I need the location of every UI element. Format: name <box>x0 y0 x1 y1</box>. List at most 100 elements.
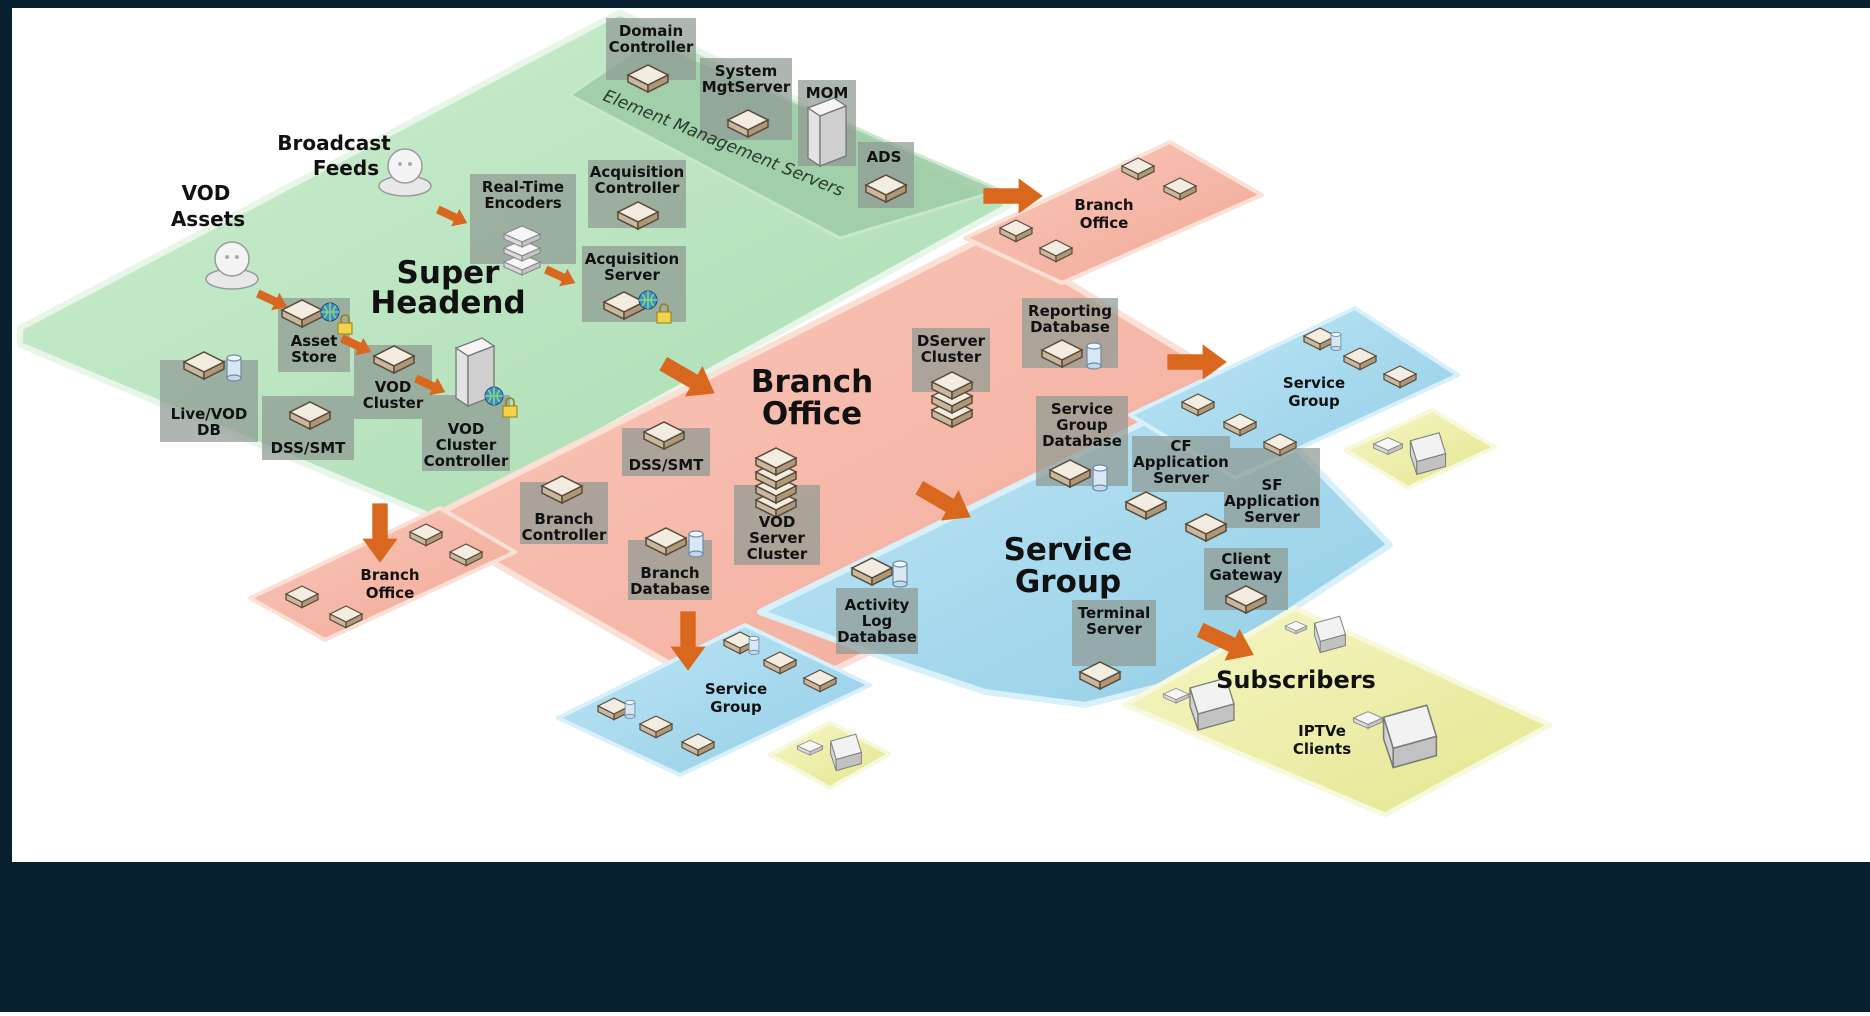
svg-text:Gateway: Gateway <box>1209 566 1282 584</box>
svg-text:Database: Database <box>630 580 710 598</box>
reporting-database: Reporting Database <box>1028 302 1112 336</box>
svg-text:System: System <box>715 62 777 80</box>
svg-text:Service: Service <box>1283 374 1345 392</box>
svg-text:Service: Service <box>1051 400 1113 418</box>
svg-text:Controller: Controller <box>522 526 607 544</box>
broadcast-feeds-line2: Feeds <box>313 156 379 180</box>
svg-text:Terminal: Terminal <box>1078 604 1151 622</box>
svg-text:Cluster: Cluster <box>436 436 497 454</box>
service-group-bottom-label: Service Group <box>705 680 767 716</box>
svg-text:VOD: VOD <box>448 420 485 438</box>
vod-cluster: VOD Cluster <box>363 378 424 412</box>
database-icon <box>1330 331 1342 351</box>
service-group-database: Service Group Database <box>1042 400 1122 450</box>
acquisition-server: Acquisition Server <box>585 250 679 284</box>
database-icon <box>688 530 704 558</box>
label-panels <box>160 18 1320 666</box>
globe-icon <box>484 386 504 406</box>
dserver-cluster-stack-icon <box>931 371 973 428</box>
svg-text:Group: Group <box>1056 416 1108 434</box>
tower-server-icon <box>806 97 848 168</box>
vod-server-cluster: VOD Server Cluster <box>747 513 808 563</box>
branch-office-top-right-label: Branch Office <box>1074 196 1133 232</box>
svg-text:Activity: Activity <box>845 596 910 614</box>
dss-smt-headend: DSS/SMT <box>271 439 347 457</box>
database-icon <box>1086 342 1102 370</box>
database-icon <box>748 635 760 655</box>
svg-text:VOD: VOD <box>759 513 796 531</box>
branch-controller: Branch Controller <box>522 510 607 544</box>
svg-text:Store: Store <box>291 348 337 366</box>
acquisition-controller: Acquisition Controller <box>590 163 684 197</box>
svg-text:Group: Group <box>710 698 762 716</box>
svg-text:DSS/SMT: DSS/SMT <box>629 456 705 474</box>
iptv-clients-line1: IPTVe <box>1298 722 1346 740</box>
svg-text:Controller: Controller <box>595 179 680 197</box>
svg-text:Application: Application <box>1224 492 1320 510</box>
svg-text:Client: Client <box>1221 550 1270 568</box>
svg-text:Office: Office <box>1080 214 1129 232</box>
svg-text:MOM: MOM <box>806 84 849 102</box>
subscribers-title: Subscribers <box>1216 666 1376 694</box>
activity-log-database: Activity Log Database <box>837 596 917 646</box>
dserver-cluster: DServer Cluster <box>917 332 986 366</box>
svg-text:Branch: Branch <box>1074 196 1133 214</box>
asset-store: Asset Store <box>291 332 338 366</box>
svg-text:DServer: DServer <box>917 332 986 350</box>
svg-text:Acquisition: Acquisition <box>585 250 679 268</box>
svg-text:Branch: Branch <box>360 566 419 584</box>
svg-text:CF: CF <box>1170 437 1191 455</box>
svg-text:Cluster: Cluster <box>363 394 424 412</box>
svg-text:VOD: VOD <box>375 378 412 396</box>
livevod-db: Live/VOD DB <box>171 405 248 439</box>
svg-text:DB: DB <box>197 421 221 439</box>
svg-text:Acquisition: Acquisition <box>590 163 684 181</box>
database-icon <box>892 560 908 588</box>
svg-text:Cluster: Cluster <box>921 348 982 366</box>
database-icon <box>1092 464 1108 492</box>
realtime-encoders: Real-Time Encoders <box>482 178 564 212</box>
vod-assets-line2: Assets <box>171 207 245 231</box>
svg-text:Controller: Controller <box>424 452 509 470</box>
globe-icon <box>638 290 658 310</box>
svg-text:ADS: ADS <box>867 148 902 166</box>
svg-text:Reporting: Reporting <box>1028 302 1112 320</box>
service-group-title-line1: Service <box>1004 532 1133 568</box>
sf-application-server: SF Application Server <box>1224 476 1320 526</box>
svg-text:Database: Database <box>1042 432 1122 450</box>
service-group-right-label: Service Group <box>1283 374 1345 410</box>
svg-text:Branch: Branch <box>534 510 593 528</box>
svg-text:Service: Service <box>705 680 767 698</box>
vod-assets-line1: VOD <box>182 181 231 205</box>
svg-text:SF: SF <box>1261 476 1282 494</box>
super-headend-title-line1: Super <box>397 255 501 291</box>
svg-text:Asset: Asset <box>291 332 338 350</box>
super-headend-title-line2: Headend <box>370 285 525 321</box>
database-icon <box>624 699 636 719</box>
svg-text:Server: Server <box>1244 508 1300 526</box>
database-icon <box>226 354 242 382</box>
branch-database: Branch Database <box>630 564 710 598</box>
svg-text:Real-Time: Real-Time <box>482 178 564 196</box>
client-gateway: Client Gateway <box>1209 550 1282 584</box>
tv-icon <box>1382 704 1438 769</box>
branch-office-title-line2: Office <box>762 396 862 432</box>
cf-application-server: CF Application Server <box>1133 437 1229 487</box>
service-group-title-line2: Group <box>1015 564 1121 600</box>
svg-text:MgtServer: MgtServer <box>702 78 791 96</box>
branch-office-bottom-left-label: Branch Office <box>360 566 419 602</box>
svg-text:Domain: Domain <box>619 22 683 40</box>
svg-text:Encoders: Encoders <box>484 194 561 212</box>
domain-controller: Domain Controller <box>609 22 694 56</box>
system-mgmt-server: System MgtServer <box>702 62 791 96</box>
svg-text:Office: Office <box>366 584 415 602</box>
tv-icon <box>1314 615 1346 654</box>
svg-text:Server: Server <box>604 266 660 284</box>
svg-text:Server: Server <box>749 529 805 547</box>
svg-text:Branch: Branch <box>640 564 699 582</box>
branch-office-title-line1: Branch <box>751 364 873 400</box>
svg-text:Server: Server <box>1086 620 1142 638</box>
